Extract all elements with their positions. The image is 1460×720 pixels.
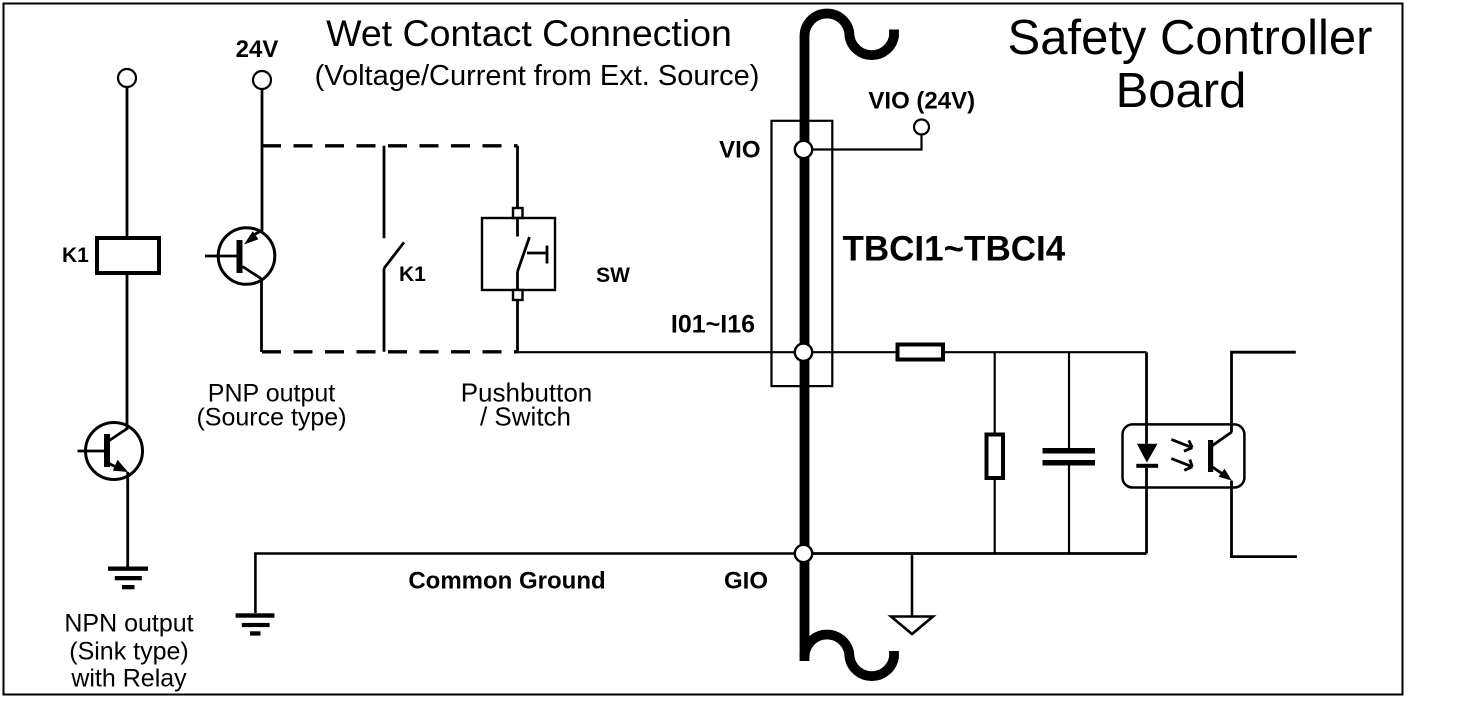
svg-text:24V: 24V	[236, 36, 279, 63]
svg-text:Wet Contact Connection: Wet Contact Connection	[326, 12, 732, 54]
svg-text:/ Switch: / Switch	[480, 402, 571, 432]
svg-text:PNP output: PNP output	[208, 380, 335, 408]
svg-text:(Voltage/Current from Ext. Sou: (Voltage/Current from Ext. Source)	[315, 60, 760, 92]
svg-text:I01~I16: I01~I16	[671, 311, 755, 339]
svg-text:GIO: GIO	[724, 568, 768, 595]
svg-text:VIO: VIO	[719, 137, 760, 164]
svg-text:NPN output: NPN output	[64, 610, 193, 638]
svg-text:Safety Controller: Safety Controller	[1008, 11, 1373, 65]
svg-text:SW: SW	[596, 264, 630, 287]
svg-text:K1: K1	[399, 263, 426, 286]
svg-text:K1: K1	[62, 244, 89, 267]
svg-text:with Relay: with Relay	[70, 665, 187, 693]
svg-text:TBCI1~TBCI4: TBCI1~TBCI4	[843, 230, 1066, 269]
svg-text:VIO (24V): VIO (24V)	[868, 88, 975, 115]
svg-text:(Sink type): (Sink type)	[69, 638, 188, 666]
svg-text:Pushbutton: Pushbutton	[461, 378, 593, 408]
svg-text:Board: Board	[1116, 64, 1247, 118]
svg-text:Common Ground: Common Ground	[408, 568, 605, 595]
svg-text:(Source type): (Source type)	[196, 404, 346, 432]
